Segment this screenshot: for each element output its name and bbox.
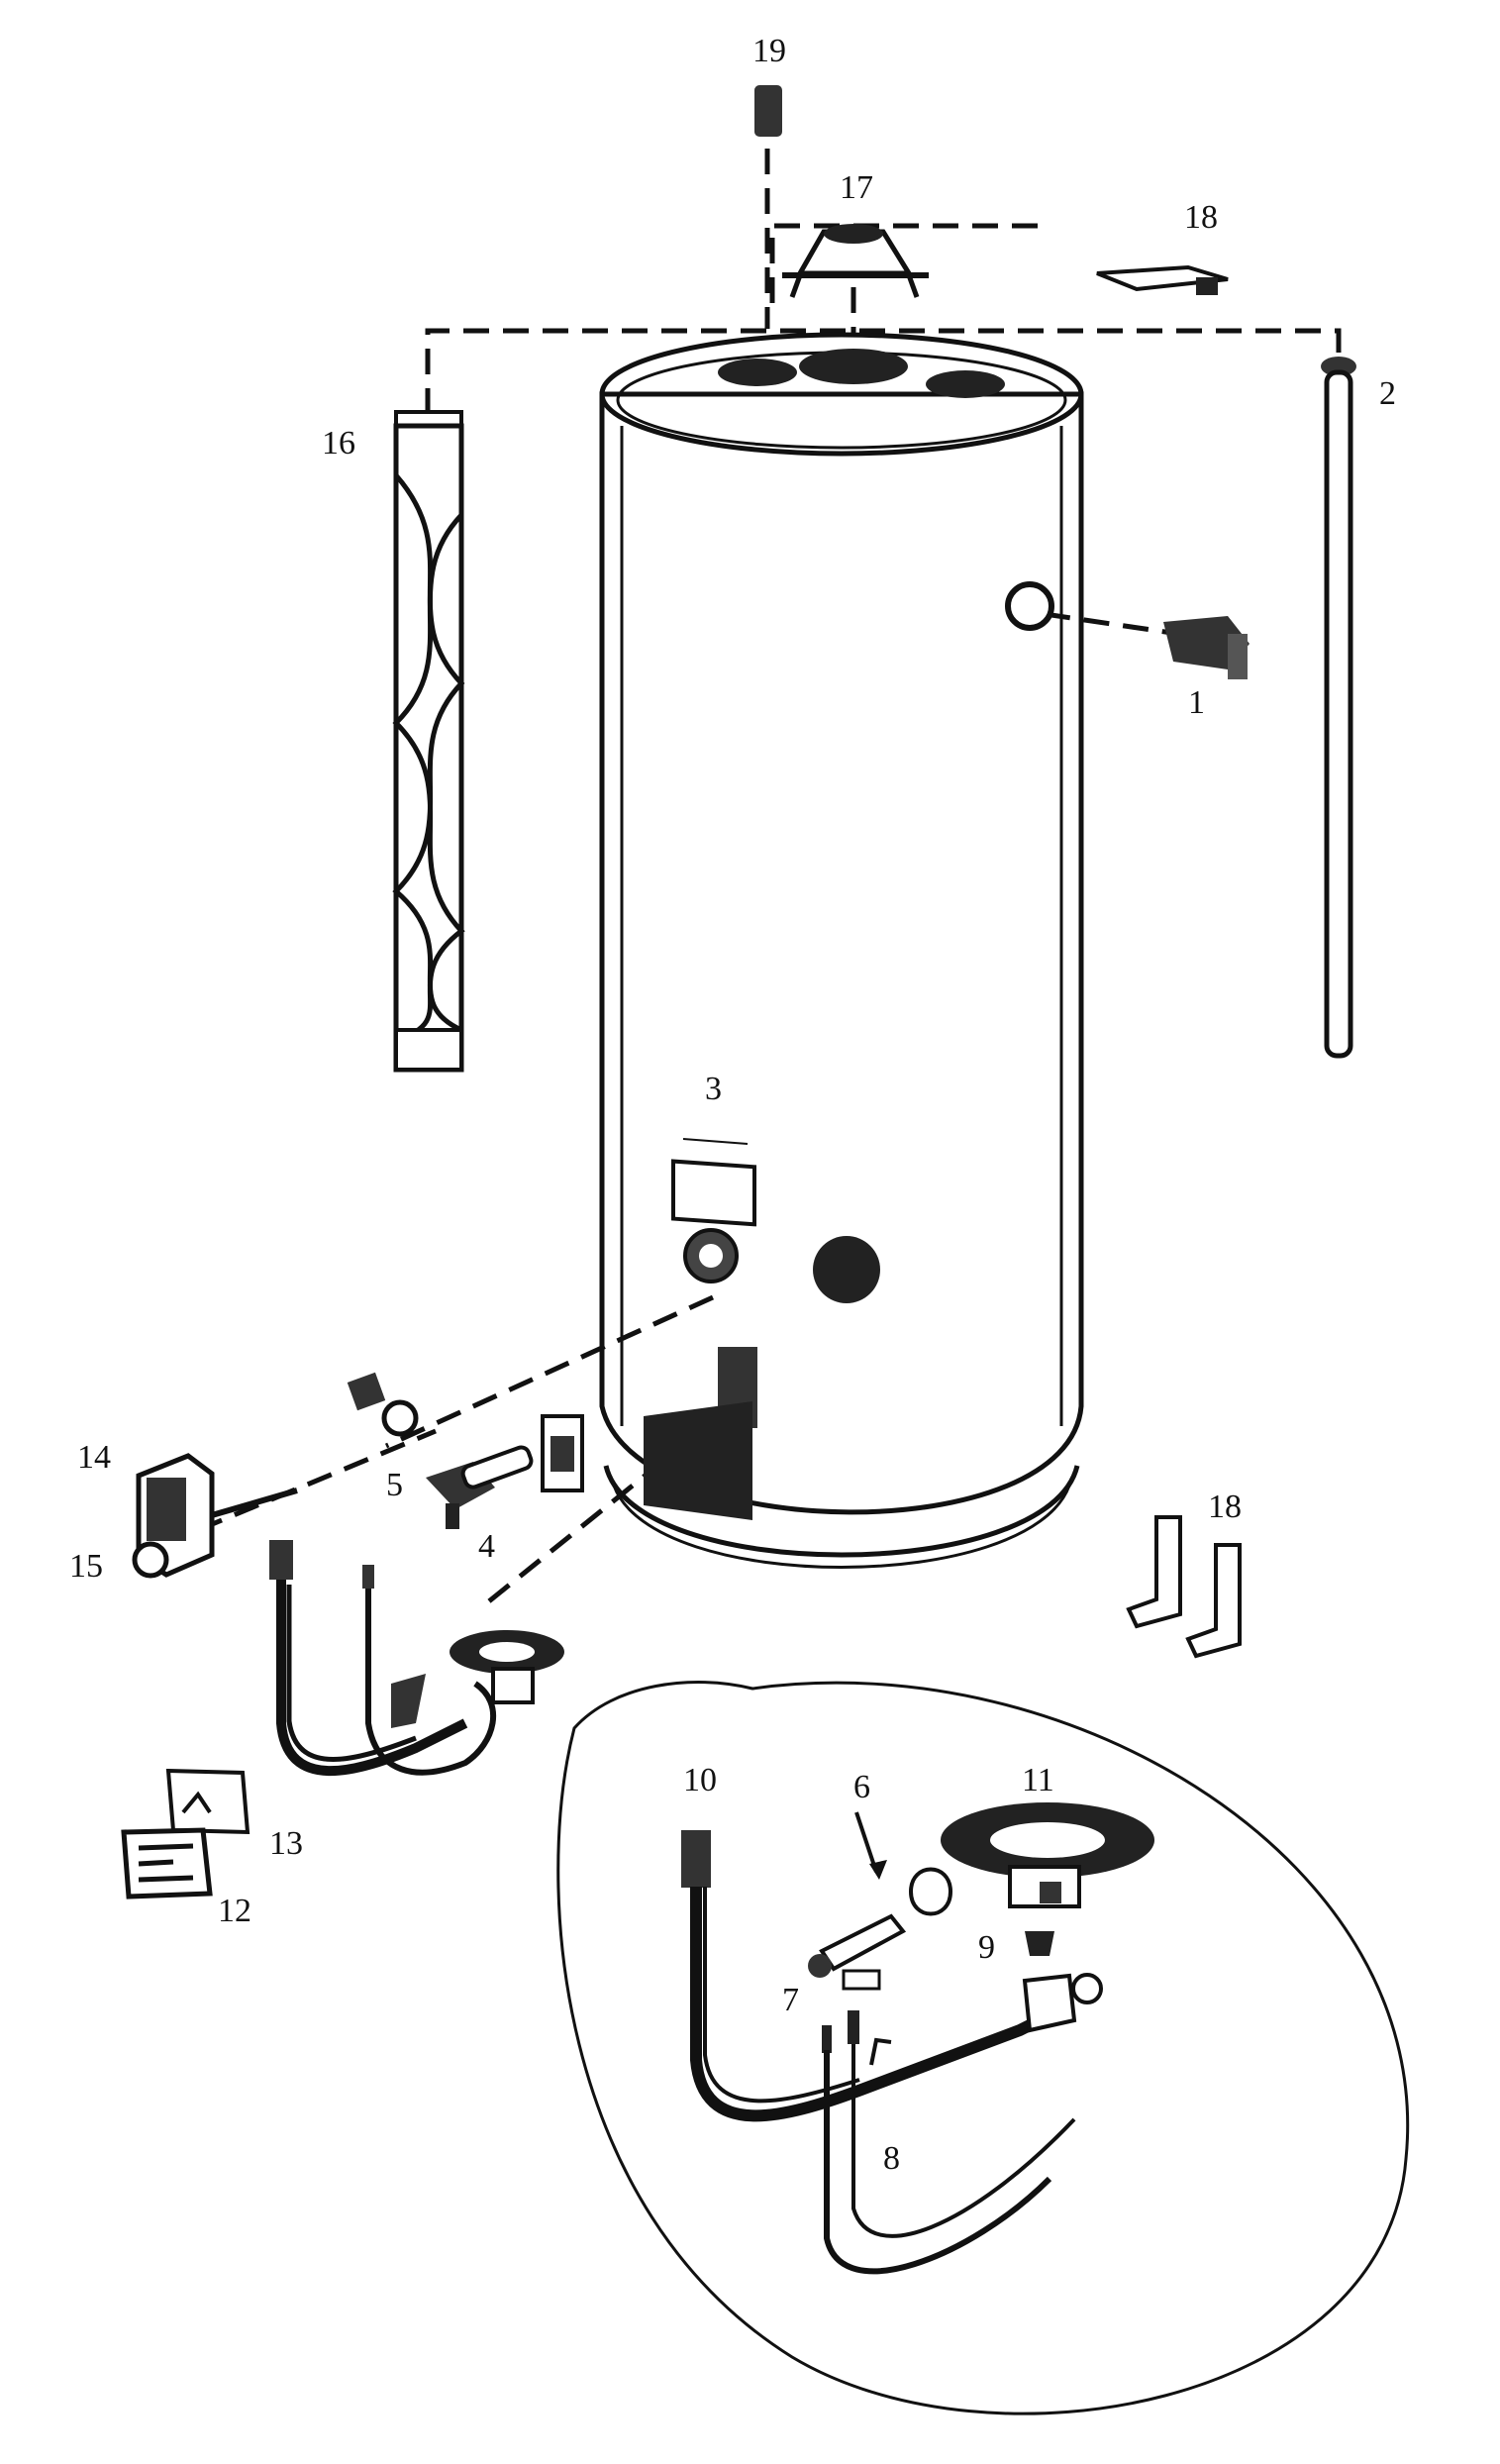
top-fitting-left <box>718 359 797 386</box>
main-burner-detail <box>941 1802 1154 1908</box>
orifice <box>1025 1931 1054 1956</box>
mounting-bracket-top <box>1096 264 1229 295</box>
callout-15: 15 <box>69 1548 103 1585</box>
callout-9: 9 <box>978 1929 995 1966</box>
callout-12: 12 <box>218 1893 251 1929</box>
callout-19: 19 <box>752 33 786 69</box>
callout-10: 10 <box>683 1762 717 1798</box>
callout-5: 5 <box>386 1467 403 1503</box>
relief-valve-opening <box>1005 581 1054 631</box>
manifold-tubing-detail <box>681 1830 1103 2275</box>
callout-6: 6 <box>853 1769 870 1805</box>
callout-3: 3 <box>705 1071 722 1107</box>
inner-door <box>165 1768 250 1835</box>
callout-2: 2 <box>1379 375 1396 412</box>
tank-top <box>599 332 1084 457</box>
callout-4: 4 <box>478 1528 495 1565</box>
water-heater-tank <box>541 332 1084 1569</box>
rating-label <box>671 1159 756 1227</box>
draft-hood <box>782 224 929 298</box>
relief-valve <box>1163 616 1250 679</box>
control-knob <box>132 1541 169 1579</box>
mounting-brackets-bottom <box>1126 1515 1242 1659</box>
callout-7: 7 <box>782 1982 799 2018</box>
burner-assembly-small <box>269 1540 564 1777</box>
gas-control-valve <box>132 1453 298 1579</box>
callout-18-top: 18 <box>1184 199 1218 236</box>
dashed-leader-lines <box>197 149 1342 1606</box>
callout-11: 11 <box>1022 1762 1054 1798</box>
callout-labels: 1 2 3 4 5 6 7 8 9 10 11 12 13 14 15 16 1… <box>69 33 1396 2177</box>
burner-access-opening <box>644 1401 752 1520</box>
callout-17: 17 <box>840 169 873 206</box>
callout-18-bottom: 18 <box>1208 1489 1242 1525</box>
drain-valve <box>347 1372 534 1529</box>
callout-13: 13 <box>269 1825 303 1862</box>
callout-8: 8 <box>883 2140 900 2177</box>
drain-valve-port <box>813 1236 880 1303</box>
callout-1: 1 <box>1188 684 1205 721</box>
callout-16: 16 <box>322 425 355 462</box>
flue-baffle <box>392 410 465 1073</box>
anode-rod <box>1321 357 1356 1059</box>
top-fitting-right <box>926 370 1005 398</box>
pilot-assembly <box>808 1811 953 1991</box>
top-flue-opening <box>799 349 908 384</box>
callout-14: 14 <box>77 1439 111 1476</box>
outer-door <box>121 1827 213 1899</box>
heat-trap-nipple <box>754 85 782 137</box>
detail-circle <box>556 1681 1410 2415</box>
